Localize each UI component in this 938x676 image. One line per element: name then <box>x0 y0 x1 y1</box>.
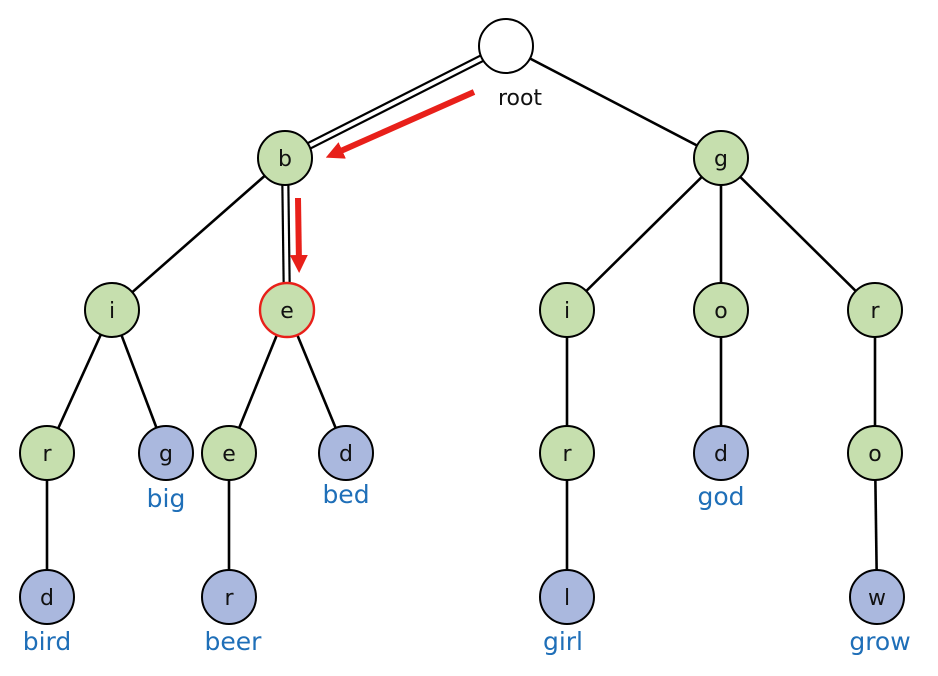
trie-node-b_i_r_d <box>19 569 75 625</box>
trie-node-g_r_o <box>847 425 903 481</box>
trie-node-g_i_r <box>539 425 595 481</box>
trie-node-g_r <box>847 282 903 338</box>
word-label-bed: bed <box>322 480 369 509</box>
trie-edge-b-b_i <box>111 157 286 311</box>
root-label: root <box>498 86 542 111</box>
trie-node-root <box>478 18 534 74</box>
trie-node-letter-g_o: o <box>714 299 727 324</box>
trie-node-g_i <box>539 282 595 338</box>
trie-node-letter-g_o_d: d <box>714 442 728 467</box>
search-arrow-b-b_e <box>289 197 308 273</box>
trie-node-b_e_e <box>201 425 257 481</box>
trie-node-letter-g: g <box>714 147 728 172</box>
trie-node-b_e_d <box>318 425 374 481</box>
trie-node-letter-g_r_o: o <box>868 442 881 467</box>
trie-node-letter-b: b <box>278 147 292 172</box>
trie-node-letter-b_i_r_d: d <box>40 586 54 611</box>
word-label-god: god <box>697 482 744 511</box>
trie-node-b_e <box>258 281 316 339</box>
edges-layer <box>45 42 879 598</box>
word-label-beer: beer <box>205 627 263 656</box>
trie-node-letter-b_e_e_r: r <box>224 586 234 611</box>
trie-node-letter-b_e_d: d <box>339 442 353 467</box>
trie-node-letter-b_i: i <box>109 299 115 324</box>
search-arrow-root-b <box>325 89 476 159</box>
trie-node-g_o_d <box>693 425 749 481</box>
trie-edge-g-g_r <box>720 157 876 311</box>
trie-node-letter-b_e: e <box>280 299 294 324</box>
word-label-big: big <box>147 484 186 513</box>
trie-edge-root-b <box>285 47 508 162</box>
word-label-grow: grow <box>849 627 910 656</box>
trie-node-letter-b_i_g: g <box>159 442 173 467</box>
search-path-arrows <box>289 89 476 273</box>
trie-edge-root-g <box>505 44 722 160</box>
trie-node-g_r_o_w <box>849 569 905 625</box>
word-label-bird: bird <box>23 627 72 656</box>
trie-node-letter-g_r: r <box>870 299 880 324</box>
trie-edge-g-g_i <box>566 157 722 311</box>
trie-node-letter-b_e_e: e <box>222 442 236 467</box>
trie-node-letter-g_i_r: r <box>562 442 572 467</box>
word-label-girl: girl <box>543 627 583 656</box>
trie-node-letter-g_i: i <box>564 299 570 324</box>
trie-node-b_e_e_r <box>201 569 257 625</box>
trie-node-g_i_r_l <box>539 569 595 625</box>
trie-node-letter-b_i_r: r <box>42 442 52 467</box>
trie-node-letter-g_r_o_w: w <box>868 586 886 611</box>
trie-node-g_o <box>693 282 749 338</box>
trie-node-b_i_r <box>19 425 75 481</box>
trie-node-g <box>693 130 749 186</box>
trie-node-b_i <box>84 282 140 338</box>
trie-node-b <box>257 130 313 186</box>
nodes-layer: b g i e i o r r g e d r d o d r l w <box>19 18 905 625</box>
trie-edge-root-b <box>283 42 506 157</box>
trie-node-b_i_g <box>138 425 194 481</box>
trie-node-letter-g_i_r_l: l <box>564 586 570 611</box>
